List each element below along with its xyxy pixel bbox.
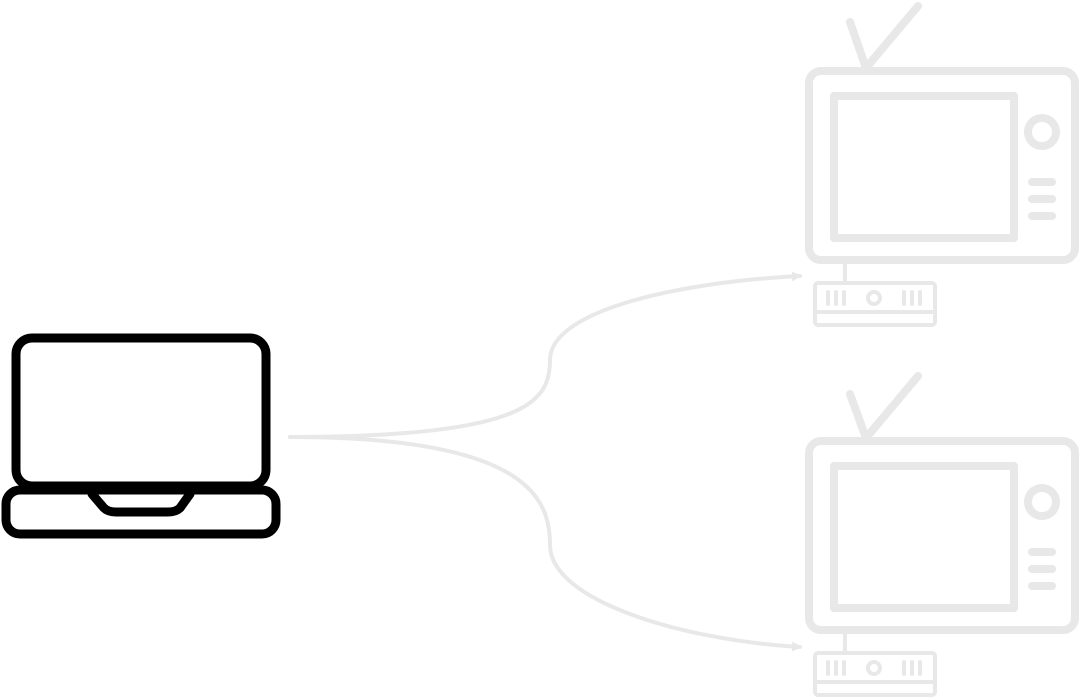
arrow-to-tv-top [288,271,802,439]
laptop-icon [1,333,281,539]
connection-arrows [288,271,802,652]
arrow-to-tv-bottom [288,435,802,652]
tv-icon-top [805,2,1079,284]
tv-icon-bottom [805,372,1079,654]
set-top-box-icon-bottom [813,651,937,697]
set-top-box-icon-top [813,281,937,327]
